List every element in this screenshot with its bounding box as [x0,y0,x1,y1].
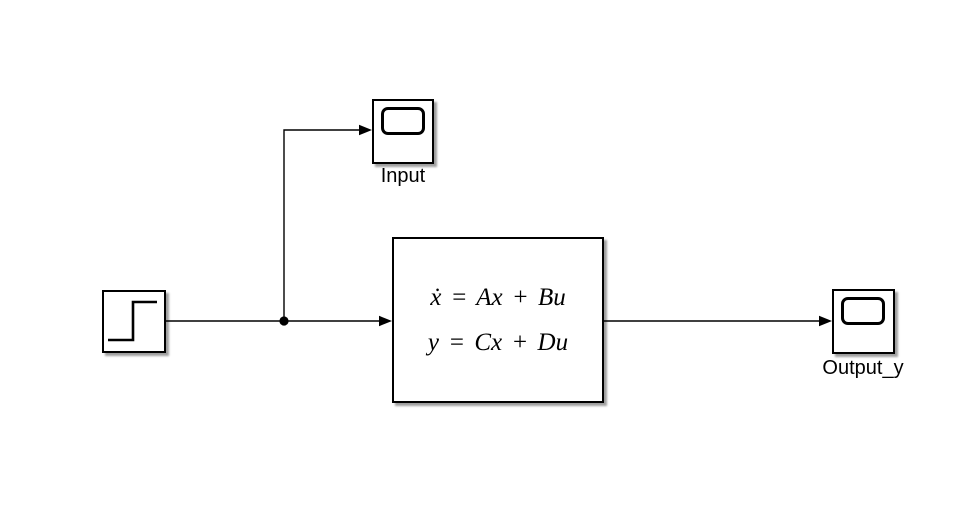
scope-block-input[interactable] [372,99,434,164]
state-space-block[interactable]: ẋ = Ax + Bu y = Cx + Du [392,237,604,403]
wire-branch-to-input-scope[interactable] [283,129,360,321]
scope-label-output[interactable]: Output_y [822,357,904,379]
step-block[interactable] [102,290,166,353]
branch-point-dot [279,316,289,326]
arrowhead-into-statespace-icon [379,315,392,327]
step-signal-icon [108,300,157,342]
state-equation-line1: ẋ = Ax + Bu [430,284,566,311]
state-equation-line2: y = Cx + Du [427,329,569,356]
scope-screen-icon [381,107,425,135]
arrowhead-into-output-scope-icon [819,315,832,327]
arrowhead-into-input-scope-icon [359,124,372,136]
scope-block-output[interactable] [832,289,895,354]
scope-screen-icon [841,297,885,325]
state-space-equations: ẋ = Ax + Bu y = Cx + Du [394,239,602,401]
scope-label-input[interactable]: Input [380,165,426,187]
